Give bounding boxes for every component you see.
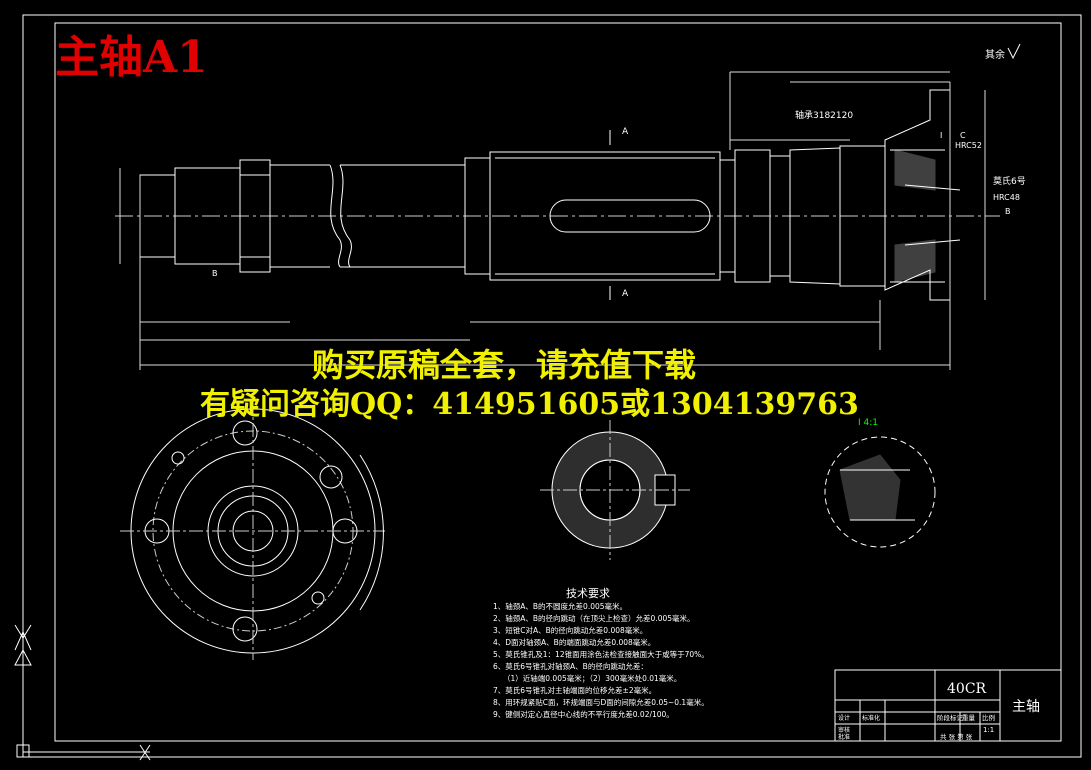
title-block-scale: 1:1 [983,726,994,734]
bearing-label: 轴承3182120 [795,109,853,121]
tech-req-item: 9、键侧对定心直径中心线的不平行度允差0.02/100。 [493,709,674,719]
taper-lower: HRC48 [993,193,1020,202]
shaft-side-view [115,89,1000,301]
label-c: C [960,131,966,140]
title-block-stage-label: 阶段标记 [937,713,964,722]
label-b-right: B [1005,207,1011,216]
title-block-part-name: 主轴 [1012,699,1040,715]
tech-req-item: （1）近轴端0.005毫米；（2）300毫米处0.01毫米。 [503,673,681,683]
hardness-upper: HRC52 [955,141,982,150]
ucs-icon [14,620,151,761]
title-block-scale-label: 比例 [982,713,995,722]
inner-frame [54,22,1062,742]
title-block-sheet: 共 张 第 张 [940,732,973,741]
title-block-weight-label: 重量 [962,714,976,722]
title-block-approve: 批准 [838,733,850,741]
title-block-standard: 标准化 [862,714,880,722]
section-mark-bottom: A [622,289,629,299]
title-block-material: 40CR [947,681,987,697]
surface-finish-icon [1007,43,1021,60]
promo-line-2: 有疑问咨询QQ：414951605或1304139763 [200,387,859,422]
tech-req-item: 8、用环规紧贴C面，环规端面与D面的间隙允差0.05~0.1毫米。 [493,697,709,707]
title-block-designer: 设计 [838,714,850,722]
flange-end-view [120,400,385,660]
promo-line-1: 购买原稿全套，请充值下载 [312,346,696,384]
tech-req-item: 3、短锥C对A、B的径向跳动允差0.008毫米。 [493,625,647,635]
label-i: I [940,131,942,140]
surface-finish-note: 其余 [985,48,1005,61]
tech-req-item: 1、轴颈A、B的不圆度允差0.005毫米。 [493,601,627,611]
tech-req-item: 7、莫氏6号锥孔对主轴端面的位移允差±2毫米。 [493,685,656,695]
drawing-title: 主轴A1 [55,32,208,83]
detail-scale: I 4:1 [858,418,878,428]
tech-req-item: 2、轴颈A、B的径向跳动（在顶尖上检查）允差0.005毫米。 [493,613,695,623]
tech-req-item: 6、莫氏6号锥孔对轴颈A、B的径向跳动允差： [493,661,648,671]
tech-req-item: 5、莫氏锥孔及1：12锥面用涂色法检查接触面大于或等于70%。 [493,649,709,659]
detail-i [824,436,936,548]
taper-upper: 莫氏6号 [993,175,1026,187]
label-b-left: B [212,269,218,278]
outer-frame [22,14,1082,758]
dimension-lines [119,71,986,370]
title-block-check: 审核 [838,726,850,734]
tech-req-title: 技术要求 [566,587,610,600]
tech-req-item: 4、D面对轴颈A、B的端面跳动允差0.008毫米。 [493,637,655,647]
section-mark-top: A [622,127,629,137]
tech-req-list: 1、轴颈A、B的不圆度允差0.005毫米。 2、轴颈A、B的径向跳动（在顶尖上检… [493,601,709,719]
section-a-a [540,420,690,560]
title-block [834,669,1062,742]
